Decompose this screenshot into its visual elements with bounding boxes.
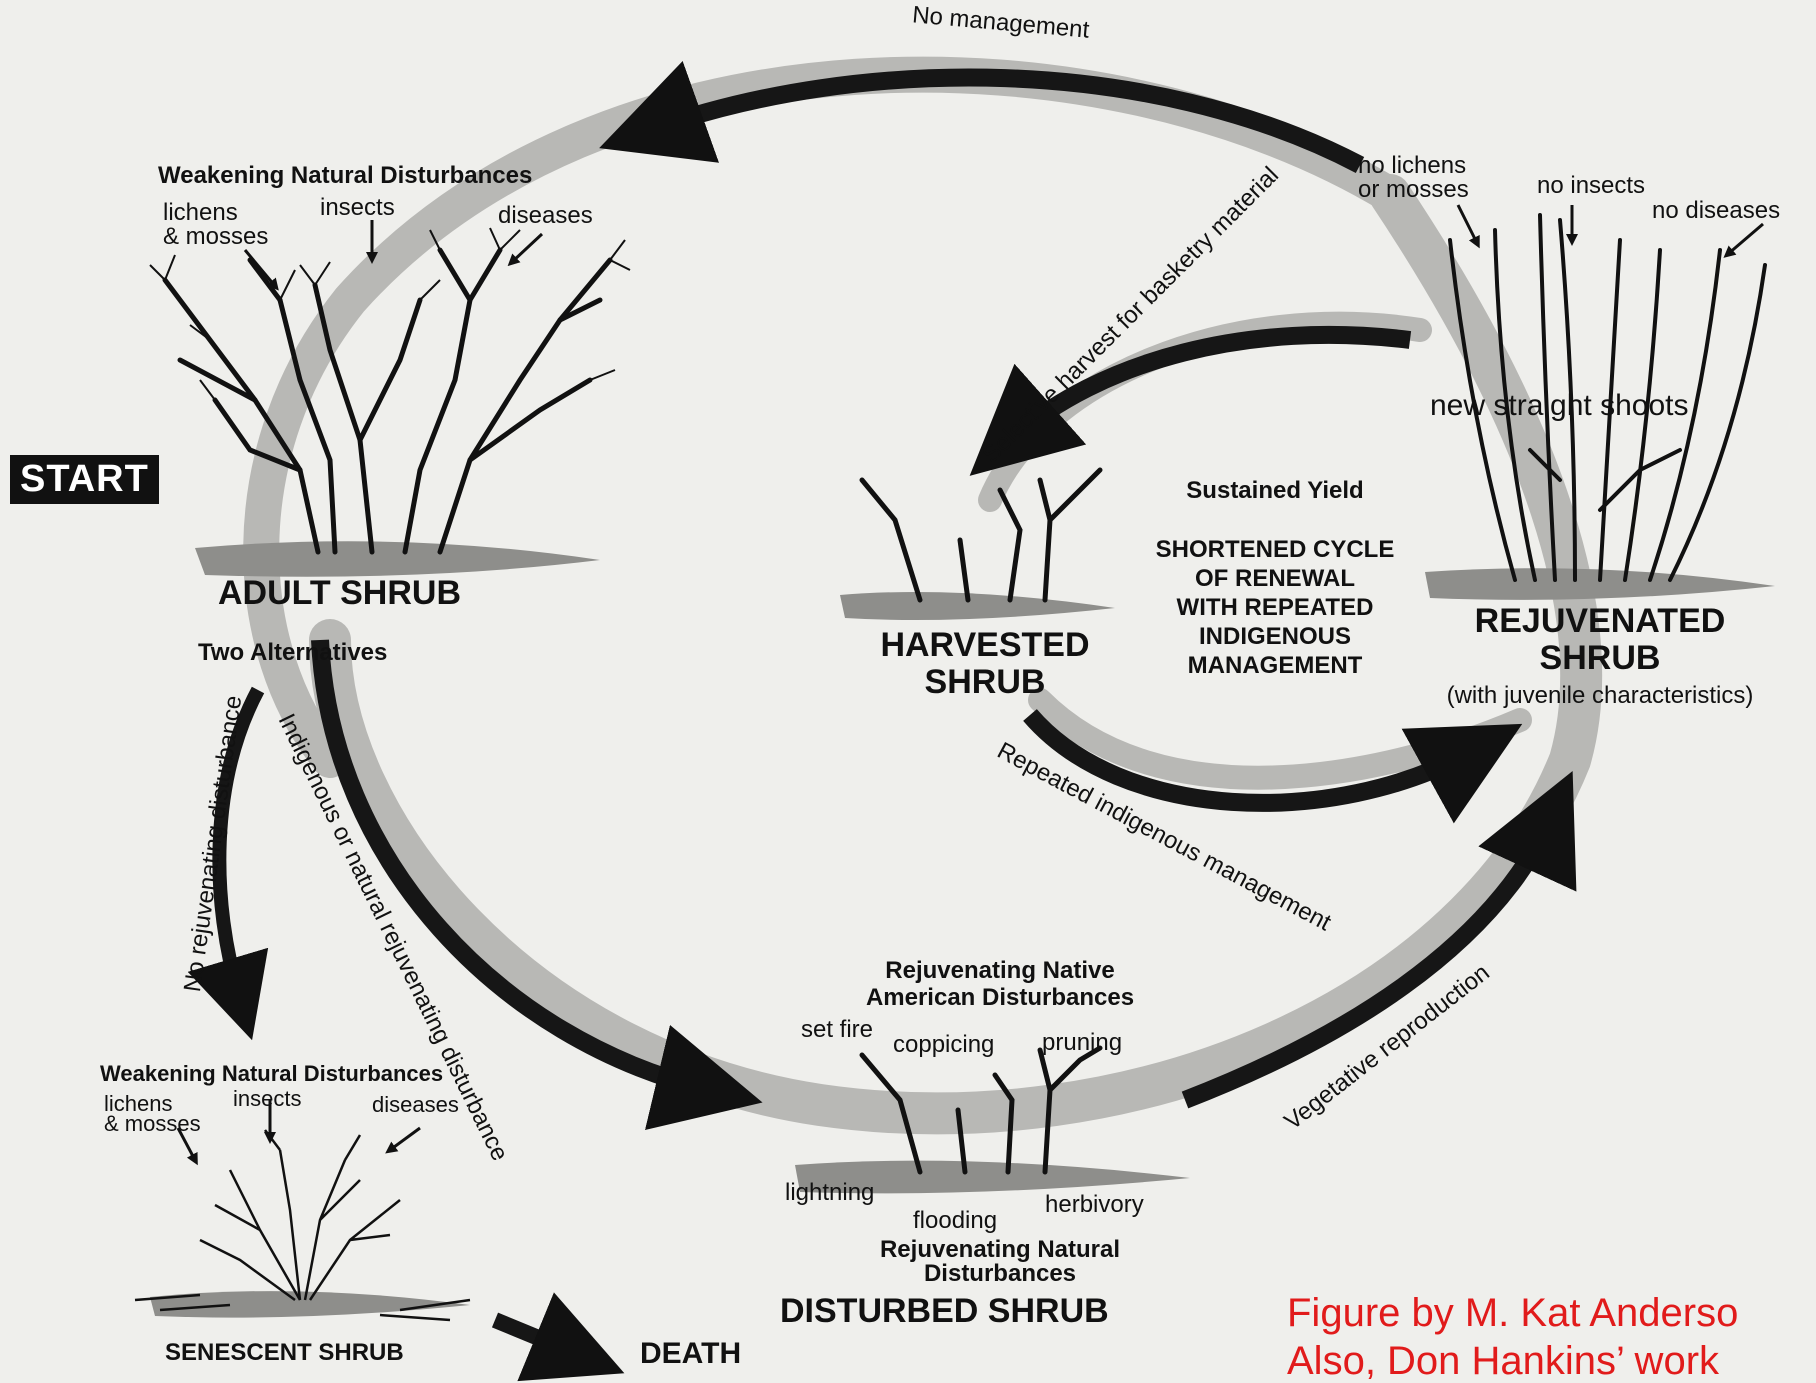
senescent-insects-label: insects <box>233 1087 301 1111</box>
center-line-5: MANAGEMENT <box>1115 653 1435 679</box>
sustained-yield-label: Sustained Yield <box>1115 478 1435 504</box>
center-line-3: WITH REPEATED <box>1115 595 1435 621</box>
senescent-diseases-label: diseases <box>372 1093 459 1117</box>
native-disturbances-heading: Rejuvenating Native <box>790 958 1210 984</box>
rejuvenated-title-2: SHRUB <box>1425 640 1775 677</box>
indigenous-rejuvenating-arrow <box>320 640 710 1090</box>
no-diseases-label: no diseases <box>1652 198 1780 224</box>
death-arrow <box>495 1320 580 1355</box>
adult-insects-label: insects <box>320 195 395 221</box>
no-insects-label: no insects <box>1537 173 1645 199</box>
herbivory-label: herbivory <box>1045 1192 1144 1218</box>
new-shoots-label: new straight shoots <box>1430 390 1688 422</box>
death-label: DEATH <box>640 1338 741 1370</box>
no-mosses-label: or mosses <box>1358 177 1469 203</box>
adult-mosses-label: & mosses <box>163 224 268 250</box>
disturbed-shrub-title: DISTURBED SHRUB <box>780 1293 1109 1330</box>
credit-line-1: Figure by M. Kat Anderso <box>1287 1292 1738 1335</box>
two-alternatives-label: Two Alternatives <box>198 640 387 666</box>
adult-weakening-heading: Weakening Natural Disturbances <box>158 163 532 189</box>
senescent-mosses-label: & mosses <box>104 1112 201 1136</box>
start-label: START <box>10 455 159 504</box>
senescent-weakening-heading: Weakening Natural Disturbances <box>100 1062 443 1086</box>
credit-line-2: Also, Don Hankins’ work <box>1287 1340 1719 1383</box>
center-line-4: INDIGENOUS <box>1115 624 1435 650</box>
rejuvenated-title: REJUVENATED <box>1425 603 1775 640</box>
center-line-2: OF RENEWAL <box>1115 566 1435 592</box>
harvested-title-2: SHRUB <box>845 664 1125 701</box>
adult-ground <box>195 541 600 576</box>
adult-diseases-label: diseases <box>498 203 593 229</box>
coppicing-label: coppicing <box>893 1032 994 1058</box>
juvenile-characteristics-label: (with juvenile characteristics) <box>1385 683 1815 709</box>
lightning-label: lightning <box>785 1180 874 1206</box>
natural-disturbances-heading-2: Disturbances <box>790 1261 1210 1287</box>
adult-shrub-branches <box>165 250 610 552</box>
pruning-label: pruning <box>1042 1030 1122 1056</box>
harvested-stubs <box>862 470 1100 600</box>
flooding-label: flooding <box>913 1208 997 1234</box>
native-disturbances-heading-2: American Disturbances <box>790 985 1210 1011</box>
adult-shrub-title: ADULT SHRUB <box>218 575 461 612</box>
senescent-shrub-title: SENESCENT SHRUB <box>165 1340 404 1366</box>
set-fire-label: set fire <box>801 1017 873 1043</box>
center-line-1: SHORTENED CYCLE <box>1115 537 1435 563</box>
harvested-ground <box>840 592 1115 620</box>
harvested-title: HARVESTED <box>845 627 1125 664</box>
